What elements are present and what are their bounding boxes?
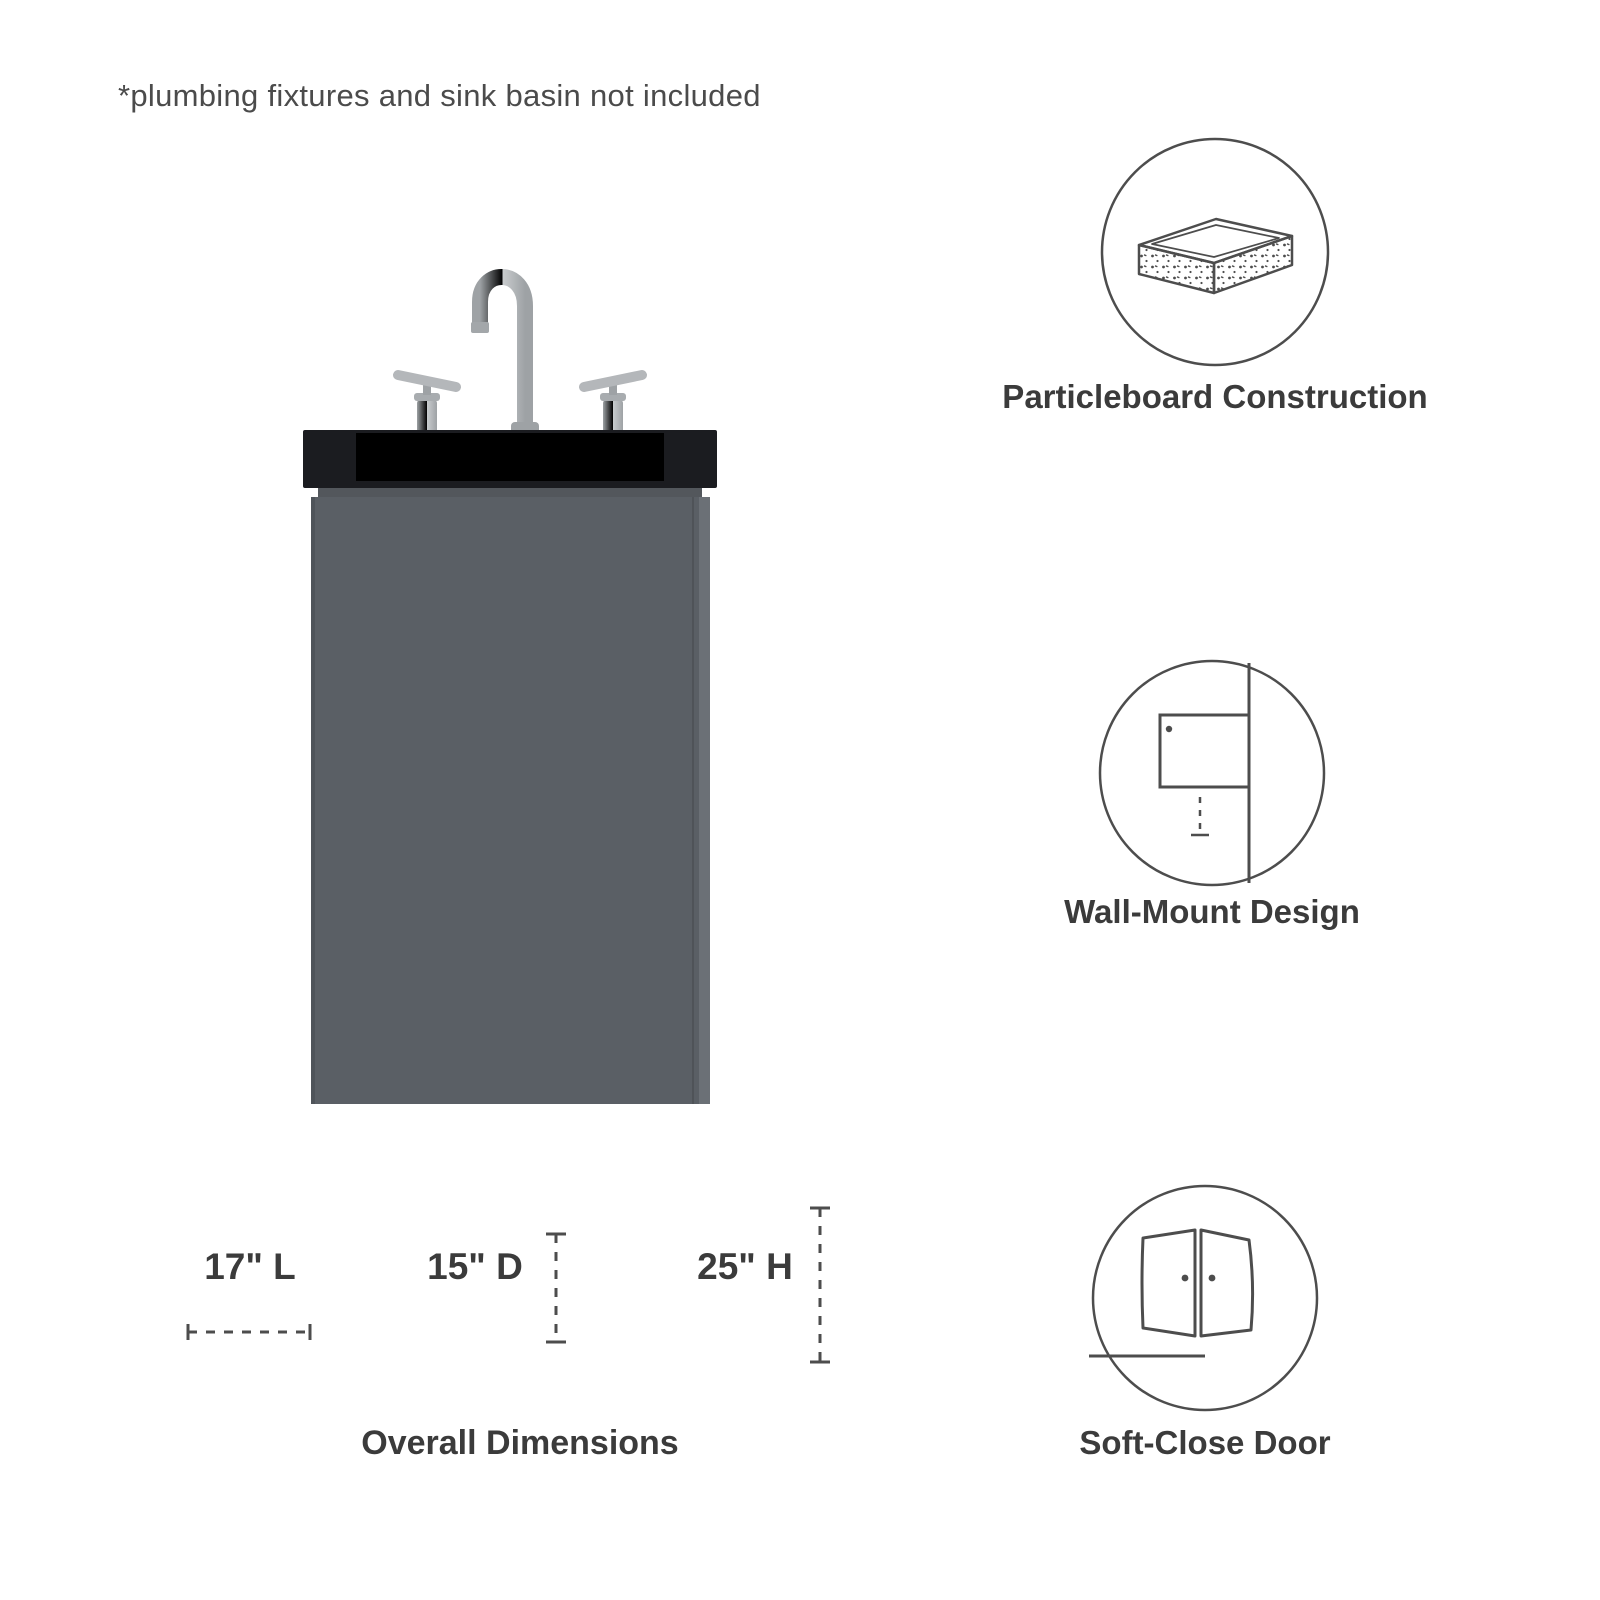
door-handle-dot <box>1181 1274 1189 1282</box>
dimension-lines <box>186 1206 830 1364</box>
faucet-right-handle <box>579 370 647 435</box>
length-dim-label: 17" L <box>204 1246 296 1287</box>
door-handle-dot <box>1208 1274 1216 1282</box>
depth-dim-label: 15" D <box>427 1246 523 1287</box>
cabinet-knob-dot <box>1165 725 1173 733</box>
faucet-nozzle <box>471 322 489 333</box>
cabinet <box>311 497 710 1104</box>
cabinet-door-seam <box>692 497 694 1104</box>
soft-close-door-icon <box>1089 1184 1319 1412</box>
door-right-panel <box>1199 1228 1255 1338</box>
cabinet-right-edge <box>699 497 710 1104</box>
height-dim-label: 25" H <box>697 1246 793 1287</box>
feature-circle <box>1100 137 1330 367</box>
particleboard-icon <box>1100 137 1330 367</box>
door-left-panel <box>1140 1228 1197 1338</box>
faucet-spout <box>472 269 533 435</box>
feature-label-soft-close: Soft-Close Door <box>1079 1424 1331 1461</box>
overall-dimensions-caption: Overall Dimensions <box>361 1424 679 1462</box>
faucet-icon <box>393 269 647 435</box>
wall-mount-icon <box>1098 659 1326 887</box>
disclaimer-text: *plumbing fixtures and sink basin not in… <box>118 78 761 113</box>
feature-circle <box>1091 1184 1319 1412</box>
feature-label-wall-mount: Wall-Mount Design <box>1064 893 1360 930</box>
mounted-cabinet-outline <box>1158 713 1251 789</box>
faucet-left-handle <box>393 370 461 435</box>
cabinet-left-edge <box>311 497 315 1104</box>
cabinet-top-reveal <box>318 488 702 497</box>
feature-label-particleboard: Particleboard Construction <box>1002 378 1428 415</box>
feature-circle <box>1098 659 1326 887</box>
sink-basin <box>356 433 664 481</box>
